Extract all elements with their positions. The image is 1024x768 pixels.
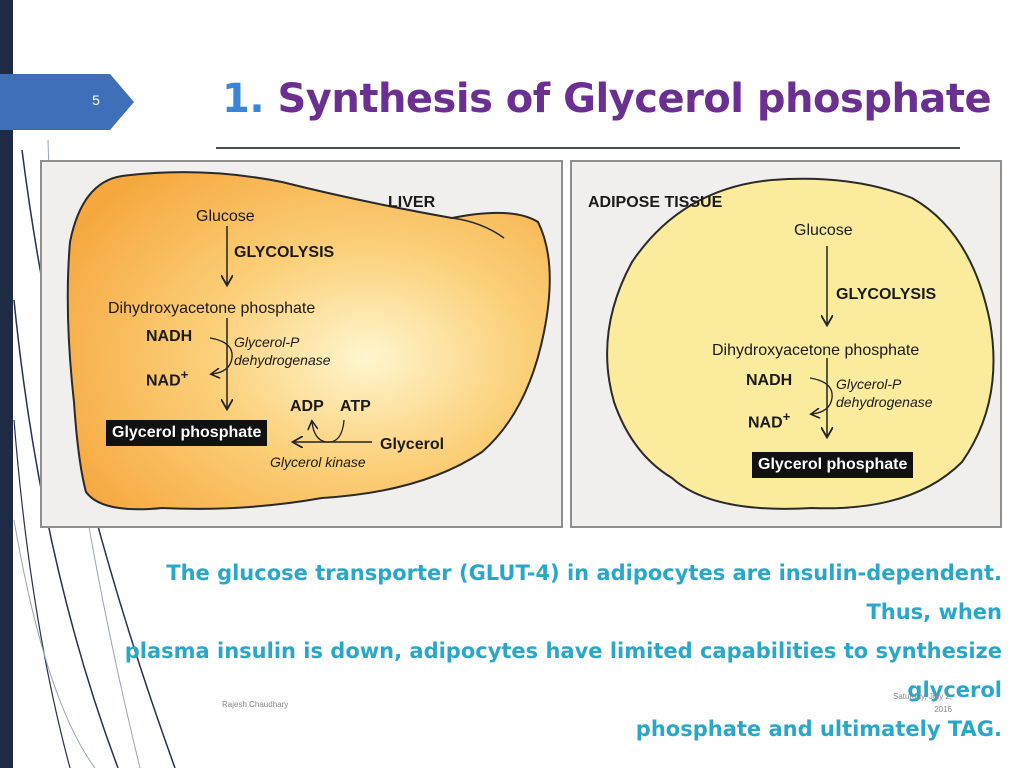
adipose-product: Glycerol phosphate [752,452,914,478]
adipose-glucose: Glucose [794,222,853,239]
title-number: 1. [222,76,265,122]
liver-label: LIVER [388,194,436,211]
caption-line-2: plasma insulin is down, adipocytes have … [124,639,1002,702]
adipose-label: ADIPOSE TISSUE [588,194,723,211]
footer-date-line-2: 2016 [934,705,952,714]
liver-glycolysis: GLYCOLYSIS [234,244,335,261]
footer-date: Saturday, July 2, 2016 [880,690,952,716]
adipose-nad: NAD+ [748,409,791,432]
liver-enzyme-1: Glycerol-P [234,334,300,350]
liver-diagram [66,171,551,511]
slide-title: 1. Synthesis of Glycerol phosphate [222,76,992,122]
adipose-diagram [606,177,995,510]
liver-product: Glycerol phosphate [106,420,268,446]
atp-adp-curve [312,420,345,443]
adipose-glycolysis: GLYCOLYSIS [836,286,937,303]
liver-nadh: NADH [146,328,193,345]
liver-atp: ATP [340,398,371,415]
caption-line-3: phosphate and ultimately TAG. [635,717,1002,741]
adipose-panel: ADIPOSE TISSUE Glucose GLYCOLYSIS Dihydr… [570,160,1002,528]
title-text: Synthesis of Glycerol phosphate [277,76,992,122]
liver-dhap: Dihydroxyacetone phosphate [108,300,316,317]
footer-date-line-1: Saturday, July 2, [893,692,952,701]
nadh-curve-adipose [810,377,833,414]
caption-line-1: The glucose transporter (GLUT-4) in adip… [166,561,1002,624]
nadh-curve [210,337,233,374]
title-underline [216,147,960,149]
liver-nad: NAD+ [146,367,189,390]
liver-glycerol: Glycerol [380,436,445,453]
liver-kinase: Glycerol kinase [270,454,366,470]
liver-enzyme-2: dehydrogenase [234,352,331,368]
adipose-enzyme-1: Glycerol-P [836,376,902,392]
adipose-dhap: Dihydroxyacetone phosphate [712,342,920,359]
adipocyte-shape [606,177,995,510]
page-badge [0,74,134,130]
footer-author: Rajesh Chaudhary [222,700,289,709]
liver-adp: ADP [290,398,324,415]
liver-panel: LIVER Glucose GLYCOLYSIS Dihydroxyaceton… [40,160,563,528]
adipose-nadh: NADH [746,372,793,389]
caption: The glucose transporter (GLUT-4) in adip… [120,554,1002,749]
adipose-enzyme-2: dehydrogenase [836,394,933,410]
page-number: 5 [92,92,100,108]
liver-glucose: Glucose [196,208,255,225]
